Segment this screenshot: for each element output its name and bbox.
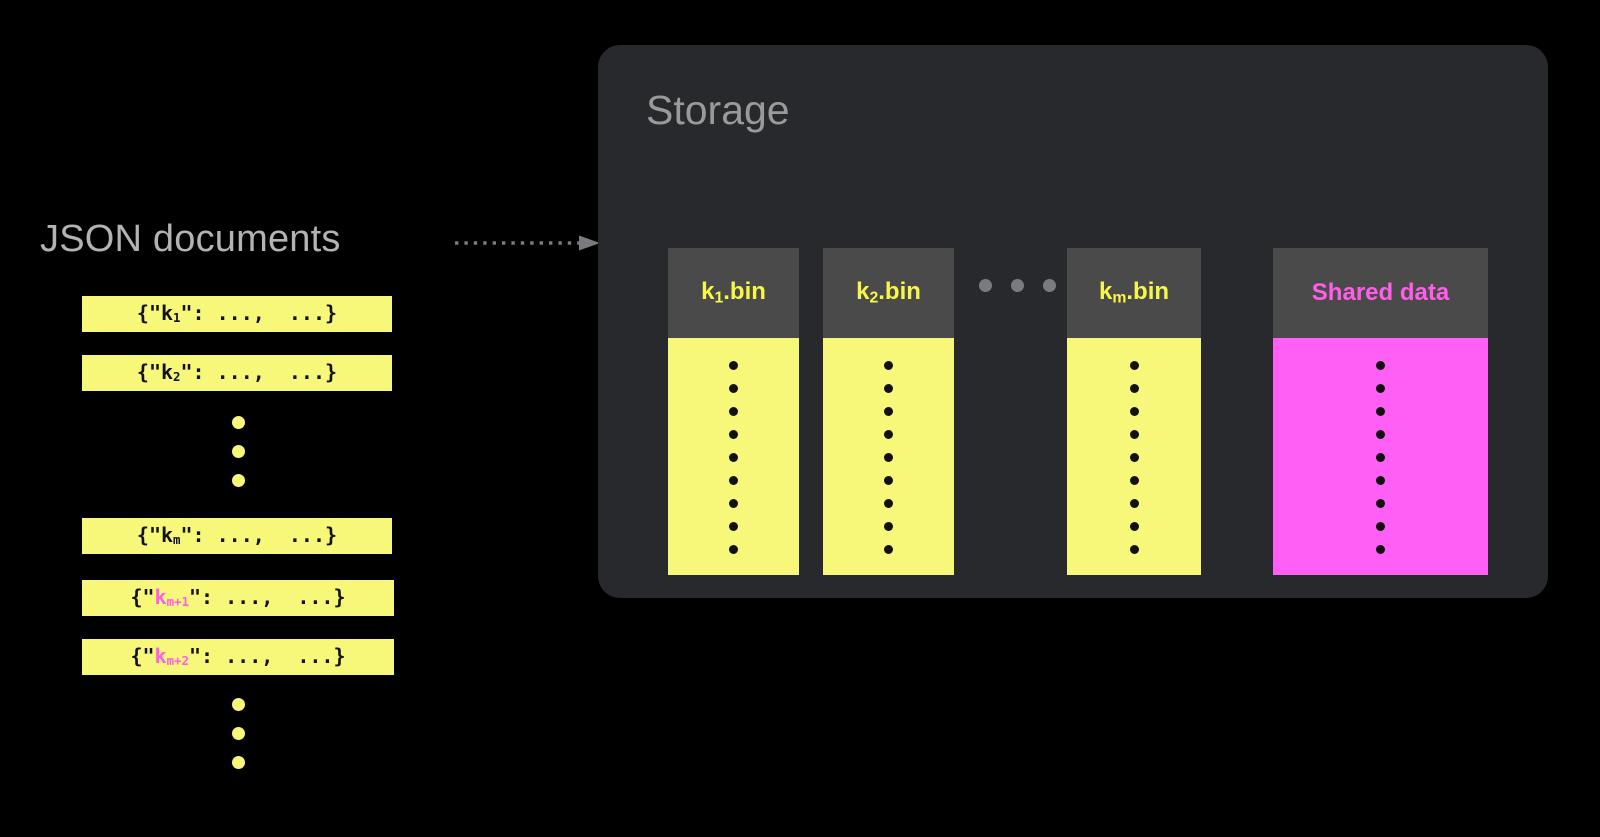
record-dot (1129, 499, 1139, 508)
record-dot (729, 453, 738, 462)
json-documents-ellipsis-upper (232, 416, 245, 487)
record-dot (1129, 545, 1139, 554)
json-document-text-2: {"k2": ..., ...} (136, 360, 338, 385)
flow-arrow (455, 235, 600, 251)
record-dot (1376, 453, 1385, 462)
json-document-text-1: {"k1": ..., ...} (136, 301, 338, 326)
record-dot (1129, 522, 1139, 531)
json-document-text-m: {"km": ..., ...} (136, 523, 338, 548)
storage-column-header-k1: k1.bin (668, 248, 799, 338)
record-dot (884, 430, 893, 439)
storage-title: Storage (646, 87, 790, 133)
storage-column-header-k2: k2.bin (823, 248, 954, 338)
record-dot (729, 384, 738, 393)
record-dot (884, 545, 893, 554)
ellipsis-dot (979, 279, 992, 292)
ellipsis-dot (232, 698, 245, 711)
record-dot (729, 430, 738, 439)
record-dot (1376, 430, 1385, 439)
storage-column-label-shared-data: Shared data (1311, 279, 1450, 306)
ellipsis-dot (232, 756, 245, 769)
dotted-arrow-icon (455, 235, 600, 251)
json-document-text-m-plus-2: {"km+2": ..., ...} (130, 644, 346, 669)
record-dot (1129, 361, 1139, 370)
record-dot (729, 545, 738, 554)
storage-column-label-km: km.bin (1098, 278, 1170, 307)
storage-column-km[interactable]: km.bin (1067, 248, 1201, 575)
record-dot (1129, 407, 1139, 416)
storage-column-header-shared-data: Shared data (1273, 248, 1488, 338)
record-dot (729, 522, 738, 531)
record-dot (1376, 545, 1385, 554)
record-dot (729, 361, 738, 370)
storage-column-body-km (1067, 338, 1201, 575)
ellipsis-dot (1011, 279, 1024, 292)
ellipsis-dot (1043, 279, 1056, 292)
storage-column-k2[interactable]: k2.bin (823, 248, 954, 575)
ellipsis-dot (232, 445, 245, 458)
storage-column-label-k1: k1.bin (701, 278, 766, 307)
record-dot (729, 476, 738, 485)
json-document-text-m-plus-1: {"km+1": ..., ...} (130, 585, 346, 610)
json-document-box-1: {"k1": ..., ...} (82, 296, 392, 332)
record-dot (1129, 453, 1139, 462)
json-document-box-m: {"km": ..., ...} (82, 518, 392, 554)
record-dot (884, 522, 893, 531)
storage-column-body-k2 (823, 338, 954, 575)
ellipsis-dot (232, 727, 245, 740)
ellipsis-dot (232, 474, 245, 487)
json-documents-title: JSON documents (40, 218, 341, 260)
record-dot (884, 499, 893, 508)
storage-column-body-k1 (668, 338, 799, 575)
record-dot (1129, 430, 1139, 439)
record-dot (884, 407, 893, 416)
record-dot (1376, 407, 1385, 416)
record-dot (1129, 384, 1139, 393)
json-document-box-m-plus-2: {"km+2": ..., ...} (82, 639, 394, 675)
record-dot (1376, 522, 1385, 531)
record-dot (884, 476, 893, 485)
record-dot (1129, 476, 1139, 485)
record-dot (1376, 476, 1385, 485)
record-dot (884, 384, 893, 393)
json-document-box-m-plus-1: {"km+1": ..., ...} (82, 580, 394, 616)
record-dot (1376, 384, 1385, 393)
storage-column-header-km: km.bin (1067, 248, 1201, 338)
storage-column-body-shared-data (1273, 338, 1488, 575)
storage-columns-ellipsis (979, 279, 1056, 292)
ellipsis-dot (232, 416, 245, 429)
storage-column-k1[interactable]: k1.bin (668, 248, 799, 575)
storage-column-shared-data[interactable]: Shared data (1273, 248, 1488, 575)
storage-panel: Storage k1.bin k2.bin (598, 45, 1548, 598)
record-dot (1376, 361, 1385, 370)
record-dot (884, 361, 893, 370)
record-dot (1376, 499, 1385, 508)
storage-column-label-k2: k2.bin (856, 278, 921, 307)
record-dot (729, 407, 738, 416)
json-documents-ellipsis-lower (232, 698, 245, 769)
record-dot (729, 499, 738, 508)
json-document-box-2: {"k2": ..., ...} (82, 355, 392, 391)
record-dot (884, 453, 893, 462)
